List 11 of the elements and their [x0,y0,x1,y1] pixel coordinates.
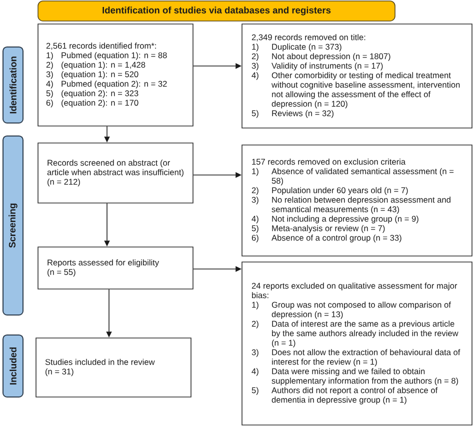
process-box: 157 records removed on exclusion criteria 1) Absence of validated semantical assessment (n = 58) 2) Population under 60 years old (n = 7) 3) No relation between depression assessment and semantical measurements (n = 43) 4) Not including a depressive group (n = 9) 5) Meta-analysis or review (n = 7) 6) Absence of a control group (n = 33) [242,144,472,256]
process-box: 24 reports excluded on qualitative assessment for major bias: 1) Group was not composed to allow comparison of depression (n = 13) 2) Data of interest are the same as a previous article by the same authors already included in the review (n = 1) 3) Does not allow the extraction of behavioural data of interest for the review (n = 1) 4) Data were missing and we failed to obtain supplementary information from the authors (n = 8) 5) Authors did not report a control of absence of dementia in depressive group (n = 1) [242,262,472,426]
process-box: Studies included in the review (n = 31) [36,338,192,398]
phase-tab: Included [2,334,24,398]
process-box: 2,349 records removed on title: 1) Duplicate (n = 373) 2) Not about depression (n = 1807) 3) Validity of instruments (n = 17) 4) Other comorbidity or testing of medical treatment without cognitive baseline assessment, intervention not allowing the assessment of the effect of depression (n = 120) 5) Reviews (n = 32) [242,24,472,128]
process-box: Records screened on abstract (or article when abstract was insufficient) (n = 212) [38,142,194,204]
phase-tab: Screening [2,136,24,316]
section-banner: Identification of studies via databases and registers [38,0,396,22]
process-box: 2,561 records identified from*: 1) Pubmed (equation 1): n = 88 2) (equation 1): n = 1,428 3) (equation 1): n = 520 4) Pubmed (equation 2): n = 32 5) (equation 2): n = 323 6) (equation 2): n = 170 [38,24,194,126]
process-box: Reports assessed for eligibility (n = 55) [38,246,194,290]
phase-tab: Identification [2,46,24,124]
